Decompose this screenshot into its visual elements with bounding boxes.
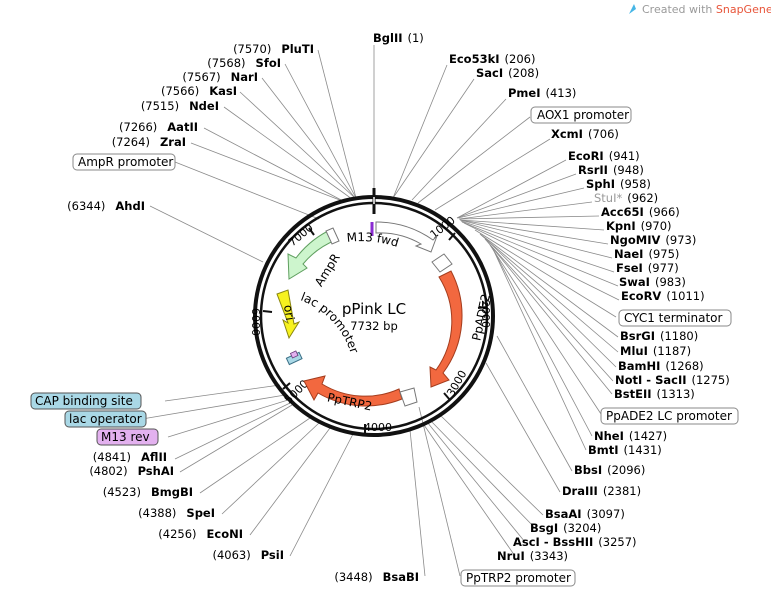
branding-prefix: Created with xyxy=(642,3,716,16)
left-site-labels: (3448)BsaBI (4063)PsiI (4256)EcoNI (4388… xyxy=(67,42,419,584)
ampr-label: AmpR xyxy=(312,251,343,289)
site-label[interactable]: (4063)PsiI xyxy=(212,548,284,562)
feature-lac-operator xyxy=(285,350,303,366)
svg-text:PpTRP2 promoter: PpTRP2 promoter xyxy=(466,571,571,585)
site-label[interactable]: BsaAI(3097) xyxy=(545,507,625,521)
site-label[interactable]: (7515)NdeI xyxy=(141,99,219,113)
feature-pptrp2-small xyxy=(399,387,418,407)
site-label[interactable]: BamHI(1268) xyxy=(618,359,704,373)
site-label[interactable]: (4256)EcoNI xyxy=(158,527,243,541)
site-label[interactable]: BsrGI(1180) xyxy=(620,329,698,343)
svg-text:AOX1 promoter: AOX1 promoter xyxy=(537,108,629,122)
site-label[interactable]: KpnI(970) xyxy=(606,219,672,233)
site-label[interactable]: (4388)SpeI xyxy=(138,506,215,520)
site-label[interactable]: SwaI(983) xyxy=(619,275,686,289)
pptrp2-promoter-box[interactable]: PpTRP2 promoter xyxy=(460,569,576,587)
site-label[interactable]: Acc65I(966) xyxy=(601,205,680,219)
svg-text:Created with SnapGene®: Created with SnapGene® xyxy=(642,3,771,16)
site-label[interactable]: NotI - SacII(1275) xyxy=(615,373,730,387)
site-label[interactable]: (7567)NarI xyxy=(182,70,258,84)
site-label[interactable]: StuI*(962) xyxy=(594,191,658,205)
right-site-labels: BglII(1) Eco53kI(206) SacI(208) PmeI(413… xyxy=(373,31,730,563)
site-label[interactable]: SphI(958) xyxy=(586,177,651,191)
svg-text:PpADE2 LC promoter: PpADE2 LC promoter xyxy=(606,409,732,423)
site-label[interactable]: NgoMIV(973) xyxy=(610,233,696,247)
feature-m13-fwd[interactable]: M13 fwd xyxy=(346,221,438,253)
boxed-feature-labels: AOX1 promoter CYC1 terminator PpADE2 LC … xyxy=(30,106,739,587)
site-label[interactable]: (7266)AatII xyxy=(119,120,198,134)
m13-rev-box[interactable]: M13 rev xyxy=(96,428,159,446)
site-label[interactable]: BglII(1) xyxy=(373,31,424,45)
site-label[interactable]: (4802)PshAI xyxy=(89,464,174,478)
svg-text:CYC1 terminator: CYC1 terminator xyxy=(624,311,723,325)
site-label[interactable]: (4523)BmgBI xyxy=(103,485,193,499)
tick-2000: 2000 xyxy=(479,300,492,328)
tick-4000: 4000 xyxy=(364,421,392,434)
svg-text:CAP binding site: CAP binding site xyxy=(35,394,133,408)
site-label[interactable]: EcoRV(1011) xyxy=(621,289,705,303)
svg-text:AmpR promoter: AmpR promoter xyxy=(78,155,173,169)
site-label[interactable]: (3448)BsaBI xyxy=(334,570,419,584)
site-label[interactable]: XcmI(706) xyxy=(551,127,619,141)
site-label[interactable]: PmeI(413) xyxy=(508,86,576,100)
site-label[interactable]: NruI(3343) xyxy=(497,549,568,563)
ppade2-lc-promoter-box[interactable]: PpADE2 LC promoter xyxy=(600,407,739,425)
site-label[interactable]: BmtI(1431) xyxy=(588,443,662,457)
plasmid-backbone xyxy=(253,188,495,437)
site-label[interactable]: (4841)AflII xyxy=(93,450,167,464)
site-leader-lines xyxy=(141,45,620,577)
plasmid-size: 7732 bp xyxy=(350,319,398,333)
branding-name: SnapGene® xyxy=(716,3,771,16)
scale-ticks xyxy=(262,227,488,433)
site-label[interactable]: EcoRI(941) xyxy=(568,149,640,163)
site-label[interactable]: (7566)KasI xyxy=(161,84,237,98)
cyc1-terminator-box[interactable]: CYC1 terminator xyxy=(618,309,732,327)
site-label[interactable]: BbsI(2096) xyxy=(574,463,645,477)
site-label[interactable]: NaeI(975) xyxy=(614,247,679,261)
site-label[interactable]: FseI(977) xyxy=(616,261,679,275)
svg-text:M13 rev: M13 rev xyxy=(101,430,150,444)
site-label[interactable]: RsrII(948) xyxy=(578,163,644,177)
snapgene-logo-icon xyxy=(629,4,636,14)
site-label[interactable]: (7570)PluTI xyxy=(233,42,314,56)
site-label[interactable]: (7264)ZraI xyxy=(112,135,186,149)
site-label[interactable]: DraIII(2381) xyxy=(562,484,641,498)
plasmid-name: pPink LC xyxy=(342,300,406,318)
site-label[interactable]: SacI(208) xyxy=(476,66,539,80)
site-label[interactable]: Eco53kI(206) xyxy=(449,52,535,66)
site-label[interactable]: MluI(1187) xyxy=(620,344,691,358)
site-label[interactable]: (6344)AhdI xyxy=(67,199,145,213)
ampr-promoter-box[interactable]: AmpR promoter xyxy=(72,153,176,171)
site-label[interactable]: BstEII(1313) xyxy=(614,387,695,401)
pptrp2-label: PpTRP2 xyxy=(326,390,373,413)
feature-ppade2-small xyxy=(431,253,453,273)
ori-label: ori xyxy=(281,304,297,321)
site-label[interactable]: NheI(1427) xyxy=(594,429,667,443)
site-label[interactable]: AscI - BssHII(3257) xyxy=(513,535,637,549)
feature-ori[interactable]: ori xyxy=(276,289,301,340)
lac-operator-box[interactable]: lac operator xyxy=(64,410,147,428)
site-label[interactable]: (7568)SfoI xyxy=(207,56,281,70)
feature-pptrp2[interactable]: PpTRP2 xyxy=(303,375,403,414)
aox1-promoter-box[interactable]: AOX1 promoter xyxy=(530,106,632,124)
svg-text:lac operator: lac operator xyxy=(69,412,142,426)
site-label[interactable]: BsgI(3204) xyxy=(530,521,601,535)
cap-binding-site-box[interactable]: CAP binding site xyxy=(30,392,142,410)
snapgene-branding: Created with SnapGene® xyxy=(629,3,771,16)
tick-6000: 6000 xyxy=(249,308,262,336)
